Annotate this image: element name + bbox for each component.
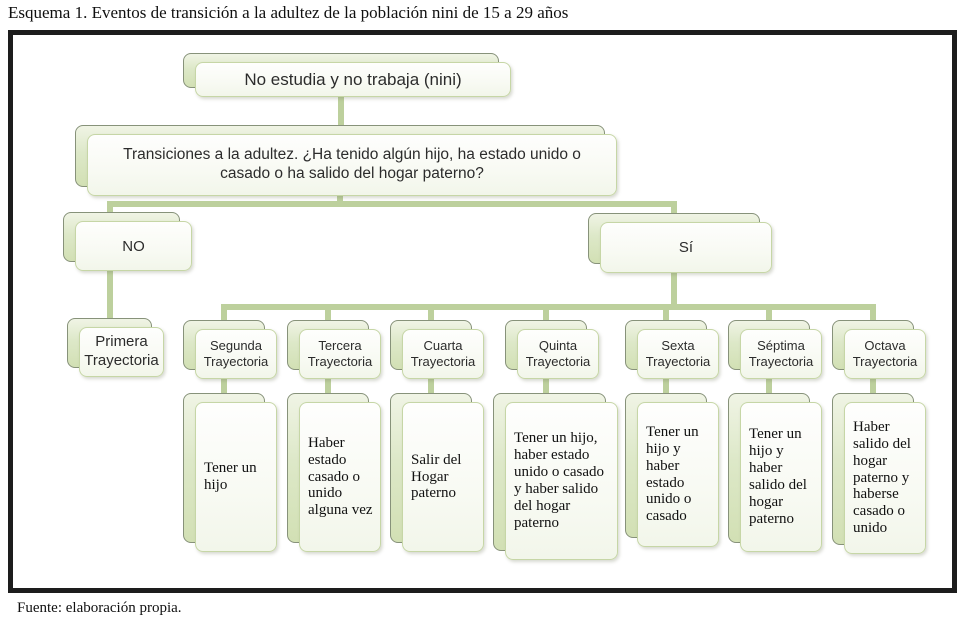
desc-trajectory-4: Salir del Hogar paterno <box>390 393 484 552</box>
node-question: Transiciones a la adultez. ¿Ha tenido al… <box>75 125 617 196</box>
desc-trajectory-8-text: Haber salido del hogar paterno y haberse… <box>844 402 926 554</box>
root-label: No estudia y no trabaja (nini) <box>195 62 511 97</box>
trajectory-6-line2: Trayectoria <box>645 354 711 369</box>
source-note: Fuente: elaboración propia. <box>17 600 182 616</box>
desc-trajectory-6-text: Tener un hijo y haber estado unido o cas… <box>637 402 719 547</box>
desc-trajectory-7: Tener un hijo y haber salido del hogar p… <box>728 393 822 552</box>
trajectory-3-line2: Trayectoria <box>307 354 373 369</box>
trajectory-6-line1: Sexta <box>661 337 695 353</box>
connector-stub-d8 <box>870 365 876 398</box>
connector-stub-d6 <box>663 365 669 398</box>
trajectory-7-line2: Trayectoria <box>748 354 814 369</box>
desc-trajectory-6: Tener un hijo y haber estado unido o cas… <box>625 393 719 547</box>
desc-trajectory-3: Haber estado casado o unido alguna vez <box>287 393 381 552</box>
connector-drop-t5 <box>543 304 549 324</box>
node-yes: Sí <box>588 213 772 273</box>
desc-trajectory-2: Tener un hijo <box>183 393 277 552</box>
connector-bar-no-yes <box>107 201 677 207</box>
connector-stub-d4 <box>428 365 434 398</box>
node-no: NO <box>63 212 192 271</box>
connector-no-primera <box>107 256 113 323</box>
desc-trajectory-4-text: Salir del Hogar paterno <box>402 402 484 552</box>
desc-trajectory-2-text: Tener un hijo <box>195 402 277 552</box>
root-text: No estudia y no trabaja (nini) <box>244 69 462 89</box>
connector-stub-d7 <box>766 365 772 398</box>
connector-drop-t6 <box>663 304 669 324</box>
connector-stub-d2 <box>221 365 227 398</box>
connector-stub-d3 <box>325 365 331 398</box>
desc-trajectory-5-text: Tener un hijo, haber estado unido o casa… <box>505 402 618 560</box>
trajectory-8-line2: Trayectoria <box>852 354 918 369</box>
trajectory-2-line2: Trayectoria <box>203 354 269 369</box>
desc-trajectory-5: Tener un hijo, haber estado unido o casa… <box>493 393 618 560</box>
yes-text: Sí <box>678 239 694 256</box>
connector-root-question <box>338 85 344 130</box>
trajectory-5-line2: Trayectoria <box>525 354 591 369</box>
trajectory-2-line1: Segunda <box>209 337 263 353</box>
desc-trajectory-3-text: Haber estado casado o unido alguna vez <box>299 402 381 552</box>
question-text: Transiciones a la adultez. ¿Ha tenido al… <box>123 146 581 182</box>
connector-stub-d5 <box>543 365 549 398</box>
desc-trajectory-7-text: Tener un hijo y haber salido del hogar p… <box>740 402 822 552</box>
yes-label: Sí <box>600 222 772 273</box>
connector-drop-no <box>107 201 113 219</box>
no-text: NO <box>122 237 145 255</box>
connector-drop-t3 <box>325 304 331 324</box>
trajectory-3-line1: Tercera <box>318 337 362 353</box>
connector-yes-bar <box>671 258 677 310</box>
trajectory-4-line2: Trayectoria <box>410 354 476 369</box>
trajectory-5-line1: Quinta <box>538 337 578 353</box>
desc-trajectory-8: Haber salido del hogar paterno y haberse… <box>832 393 926 554</box>
question-label: Transiciones a la adultez. ¿Ha tenido al… <box>87 134 617 196</box>
diagram-title: Esquema 1. Eventos de transición a la ad… <box>8 3 569 22</box>
connector-drop-t4 <box>428 304 434 324</box>
connector-drop-t7 <box>766 304 772 324</box>
connector-drop-t8 <box>870 304 876 324</box>
no-label: NO <box>75 221 192 271</box>
connector-drop-yes <box>671 201 677 221</box>
connector-drop-t2 <box>221 304 227 324</box>
trajectory-8-line1: Octava <box>864 337 906 353</box>
trajectory-1-line2: Trayectoria <box>84 352 159 369</box>
trajectory-1-line1: Primera <box>95 333 148 351</box>
node-root: No estudia y no trabaja (nini) <box>183 53 511 97</box>
trajectory-7-line1: Séptima <box>757 337 805 353</box>
trajectory-4-line1: Cuarta <box>423 337 463 353</box>
